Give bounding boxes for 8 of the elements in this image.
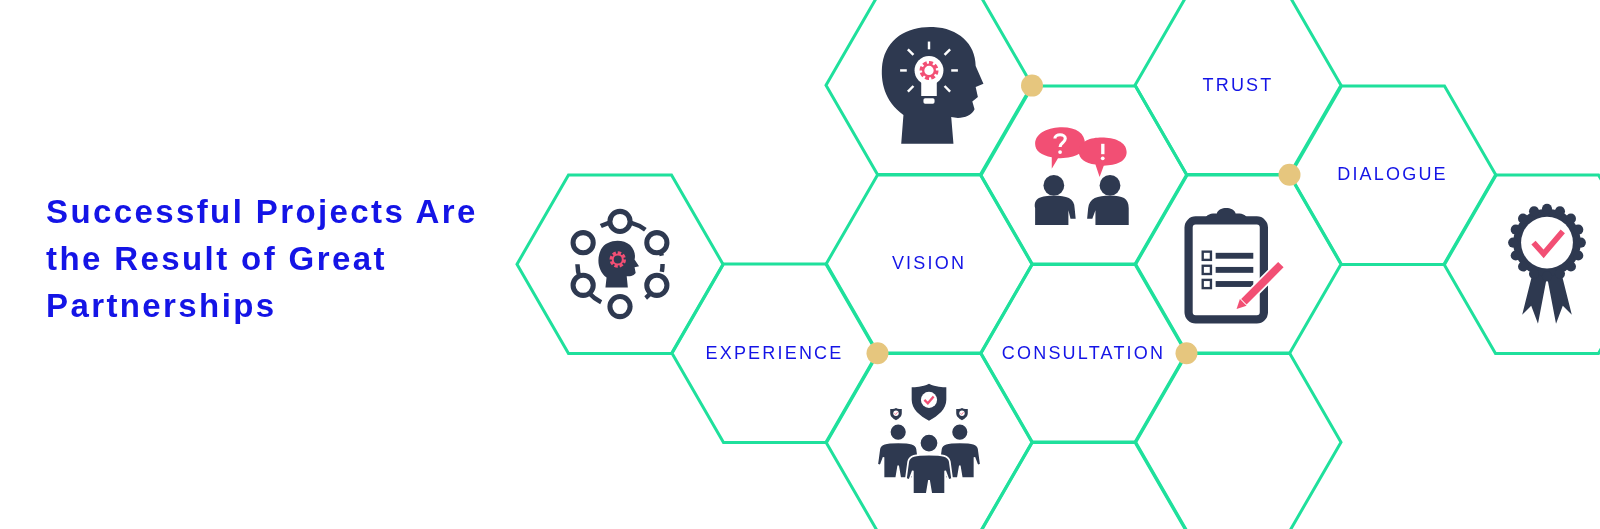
tile-label: EXPERIENCE	[705, 342, 844, 364]
diagram-title: Successful Projects Are the Result of Great Partnerships	[46, 192, 479, 326]
hexagon-tile	[1444, 174, 1600, 354]
tile-label: TRUST	[1202, 75, 1274, 97]
tile-label: CONSULTATION	[1001, 342, 1166, 364]
tile-label: VISION	[891, 253, 967, 275]
tile-label: DIALOGUE	[1337, 164, 1448, 186]
hexagon-tile	[980, 85, 1187, 264]
